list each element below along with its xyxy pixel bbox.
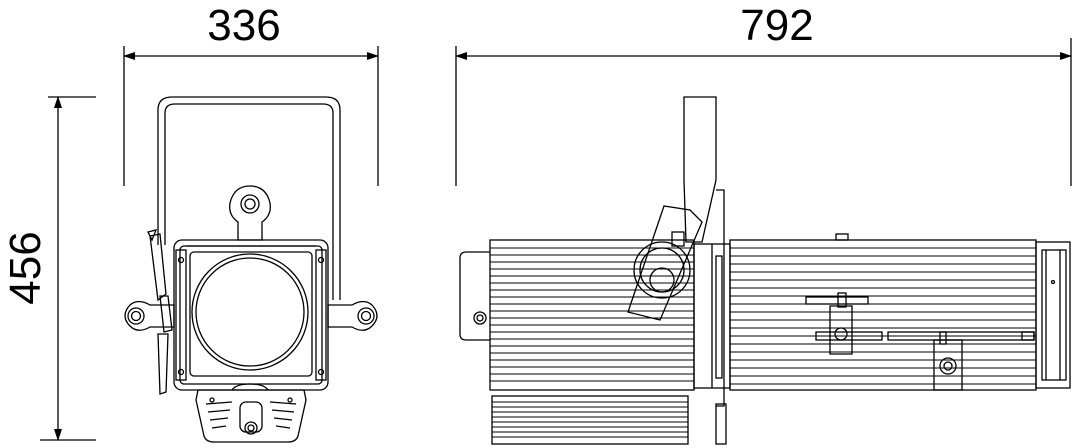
front-view-fixture <box>124 96 378 443</box>
lens-end <box>1035 241 1071 389</box>
dimension-label-front-width: 336 <box>207 1 280 50</box>
right-knob <box>327 300 378 331</box>
bottom-fin-lines <box>492 401 688 438</box>
left-knob <box>124 300 175 331</box>
top-handle <box>229 185 271 241</box>
dimension-front-width: 336 <box>123 1 379 186</box>
tilt-lock <box>627 205 703 321</box>
bottom-fins <box>491 395 689 445</box>
yoke-arm <box>683 96 727 445</box>
shutter-slider-1 <box>805 292 883 355</box>
front-body <box>173 239 329 391</box>
side-view-fixture <box>459 96 1071 445</box>
dimension-label-side-length: 792 <box>740 1 813 50</box>
yoke-bracket <box>157 96 341 300</box>
front-base <box>195 383 307 443</box>
dimension-height: 456 <box>1 96 96 441</box>
shutter-slider-2 <box>887 331 1035 391</box>
dimension-side-length: 792 <box>455 1 1072 186</box>
rear-handle <box>459 251 490 341</box>
front-lens <box>191 253 309 371</box>
dimension-label-height: 456 <box>1 231 50 304</box>
barrel-lines <box>730 247 1036 385</box>
